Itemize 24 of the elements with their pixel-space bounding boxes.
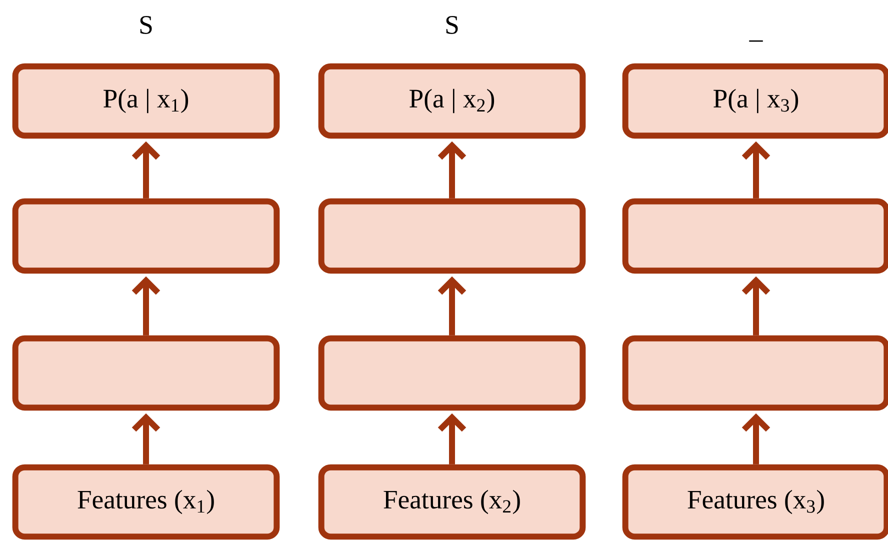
layer-box: [318, 335, 586, 411]
arrow: [438, 141, 466, 198]
layer-box: [622, 198, 888, 274]
arrow: [132, 141, 160, 198]
input-box: Features (x$_{3}$): [622, 464, 888, 540]
arrow: [742, 141, 770, 198]
input-box: Features (x$_{1}$): [12, 464, 280, 540]
arrow: [438, 276, 466, 336]
output-box: P(a | x$_{2}$): [318, 63, 586, 139]
arrow: [132, 413, 160, 464]
layer-box: [12, 198, 280, 274]
column-label: S: [446, 16, 458, 34]
output-box: P(a | x$_{1}$): [12, 63, 280, 139]
column-label: _: [749, 40, 763, 42]
layer-box: [622, 335, 888, 411]
input-box: Features (x$_{2}$): [318, 464, 586, 540]
output-box: P(a | x$_{3}$): [622, 63, 888, 139]
column-label: S: [140, 16, 152, 34]
layer-box: [318, 198, 586, 274]
arrow: [742, 276, 770, 336]
arrow: [742, 413, 770, 464]
layer-box: [12, 335, 280, 411]
arrow: [438, 413, 466, 464]
arrow: [132, 276, 160, 336]
